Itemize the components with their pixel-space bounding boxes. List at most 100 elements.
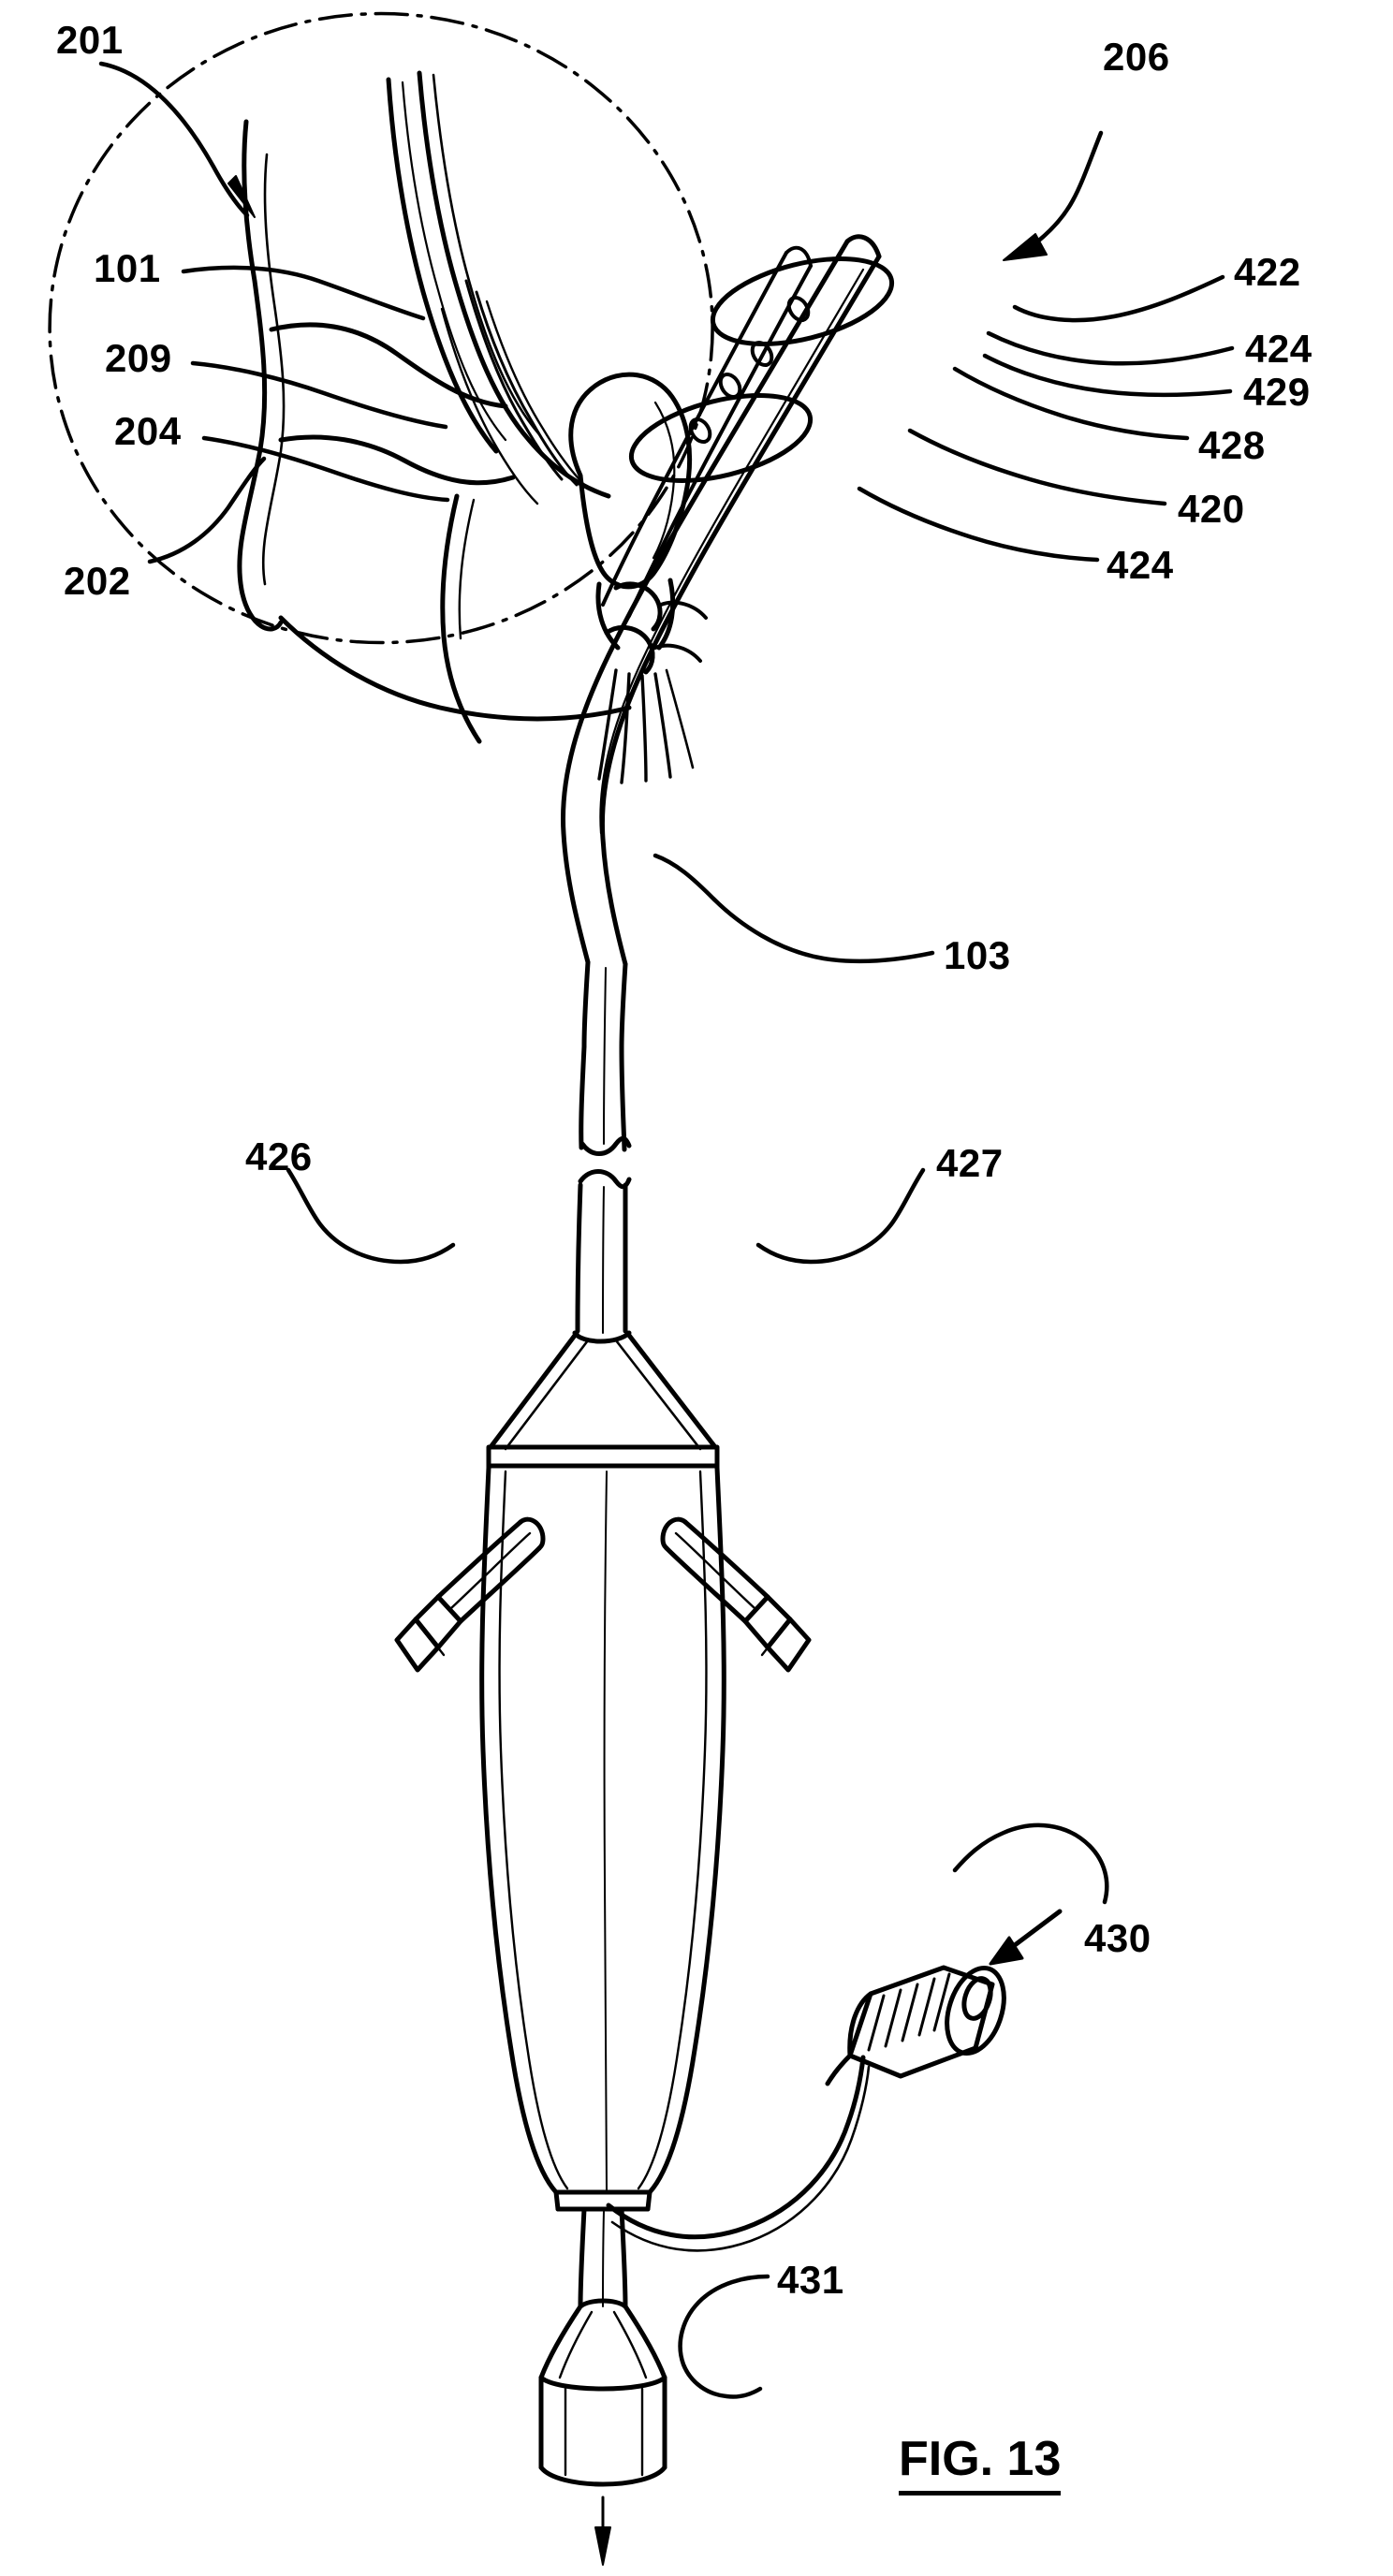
connector-body-bottom xyxy=(541,2467,665,2484)
anatomy-left-contour-outer xyxy=(240,122,281,629)
anatomy-right-tube-outer-2 xyxy=(389,80,496,451)
ref-numeral-422: 422 xyxy=(1234,250,1301,294)
catheter-port-4 xyxy=(686,416,713,446)
leader-429 xyxy=(985,356,1230,395)
anatomy-lower-contour-1 xyxy=(281,618,629,719)
connector-taper-right xyxy=(625,2306,665,2378)
arrow-201-head xyxy=(228,176,255,217)
anatomy-right-tube-inner-b xyxy=(403,82,506,440)
shaft-lumen-line-lower xyxy=(603,1187,604,1333)
connector-stem-line xyxy=(603,2211,604,2306)
arrow-430 xyxy=(990,1911,1060,1964)
valve-neck xyxy=(828,2056,850,2084)
hub-neck-collar xyxy=(575,1333,629,1341)
fan-strand-5 xyxy=(667,670,693,768)
leader-427 xyxy=(758,1170,923,1262)
ref-numeral-202: 202 xyxy=(64,559,131,603)
leaflet-4 xyxy=(655,646,700,661)
leader-424a xyxy=(989,333,1232,363)
leader-103 xyxy=(655,856,932,961)
hub-shoulder-right-inner xyxy=(616,1340,700,1449)
shaft-left-wall-lower xyxy=(578,1185,580,1331)
balloon-band-upper xyxy=(704,242,901,359)
fan-strand-3 xyxy=(642,676,646,781)
shaft-left-wall-mid xyxy=(581,1046,584,1148)
leader-430 xyxy=(955,1825,1107,1902)
anatomy-lower-contour-2 xyxy=(443,496,479,741)
shaft-left-wall-upper xyxy=(584,962,588,1046)
figure-caption: FIG. 13 xyxy=(899,2434,1062,2496)
ref-numeral-103: 103 xyxy=(944,933,1011,977)
magnification-circle xyxy=(50,14,712,643)
valve-cap-bore xyxy=(960,1975,995,2022)
fan-strand-2 xyxy=(622,674,629,783)
balloon-band-lower xyxy=(623,379,819,496)
leaflet-3 xyxy=(661,603,706,618)
catheter-tip-cap xyxy=(847,237,879,256)
shaft-lumen-line-mid xyxy=(604,968,606,1144)
side-port-left-cap-rounded xyxy=(521,1519,543,1548)
side-port-right-flange-line xyxy=(762,1629,783,1655)
anatomy-lower-contour-3 xyxy=(460,500,474,638)
leader-428 xyxy=(955,369,1187,438)
bulb-right-wall-inner xyxy=(638,1471,706,2188)
leader-202 xyxy=(150,459,264,562)
connector-stem-left xyxy=(580,2209,584,2306)
ref-numeral-426: 426 xyxy=(245,1134,313,1178)
bulb-left-wall-inner xyxy=(500,1471,567,2188)
valve-cap-face xyxy=(937,1961,1014,2061)
leader-201 xyxy=(101,64,247,215)
connector-taper-line-left xyxy=(560,2312,592,2378)
leader-424b xyxy=(859,489,1097,560)
side-port-right-flange-b xyxy=(768,1619,809,1670)
catheter-inner-tube-right xyxy=(629,266,811,616)
catheter-lumen-line xyxy=(600,270,863,833)
ref-numeral-424-upper: 424 xyxy=(1245,327,1312,371)
hub-shoulder-left-inner xyxy=(506,1340,588,1449)
anatomy-right-tube-outer xyxy=(419,73,609,496)
side-port-left-barrel-top xyxy=(438,1522,521,1597)
bulb-left-wall xyxy=(482,1468,556,2192)
leader-101 xyxy=(183,268,423,318)
leader-209 xyxy=(193,363,446,427)
anatomy-right-tube-inner-a xyxy=(433,75,539,434)
shaft-right-wall-upper xyxy=(622,964,625,1048)
hub-shoulder-left xyxy=(491,1333,577,1447)
bulb-center-seam xyxy=(605,1471,607,2190)
ref-numeral-427: 427 xyxy=(936,1141,1004,1185)
ref-numeral-420: 420 xyxy=(1178,487,1245,531)
anatomy-fiber-1 xyxy=(466,281,562,479)
leader-204 xyxy=(204,438,447,500)
ref-numeral-206: 206 xyxy=(1103,35,1170,79)
leaflet-2 xyxy=(607,627,653,672)
arrow-206-head xyxy=(1004,234,1047,260)
side-port-left-flange-b xyxy=(397,1619,438,1670)
bulb-bottom-collar-left xyxy=(556,2192,558,2209)
side-port-right-barrel-top xyxy=(685,1522,768,1597)
fan-strand-1 xyxy=(599,670,616,779)
ref-numeral-209: 209 xyxy=(105,336,172,380)
ref-numeral-201: 201 xyxy=(56,18,124,62)
connector-taper-line-right xyxy=(614,2312,646,2378)
shaft-break-lower xyxy=(580,1172,629,1187)
hub-shoulder-right xyxy=(627,1333,715,1447)
catheter-outer-wall-right xyxy=(602,256,879,964)
leader-431 xyxy=(681,2276,768,2397)
ref-numeral-424-lower: 424 xyxy=(1107,543,1174,587)
leader-420 xyxy=(910,431,1165,504)
anatomy-fiber-3 xyxy=(487,301,588,489)
organ-neck-right xyxy=(659,580,673,648)
bulb-right-wall xyxy=(650,1468,724,2192)
side-port-right-barrel-bottom xyxy=(667,1548,745,1621)
ref-numeral-101: 101 xyxy=(94,246,161,290)
connector-stem-right xyxy=(622,2209,625,2306)
ref-numeral-430: 430 xyxy=(1084,1916,1151,1960)
side-port-left-barrel-mid xyxy=(451,1533,530,1608)
side-port-left-barrel-bottom xyxy=(461,1548,539,1621)
ref-numeral-431: 431 xyxy=(777,2258,844,2302)
side-port-left-flange-line xyxy=(423,1629,444,1655)
valve-knurl-lines xyxy=(869,1974,949,2050)
leader-426 xyxy=(288,1170,453,1262)
bulb-bottom-collar-right xyxy=(648,2192,650,2209)
